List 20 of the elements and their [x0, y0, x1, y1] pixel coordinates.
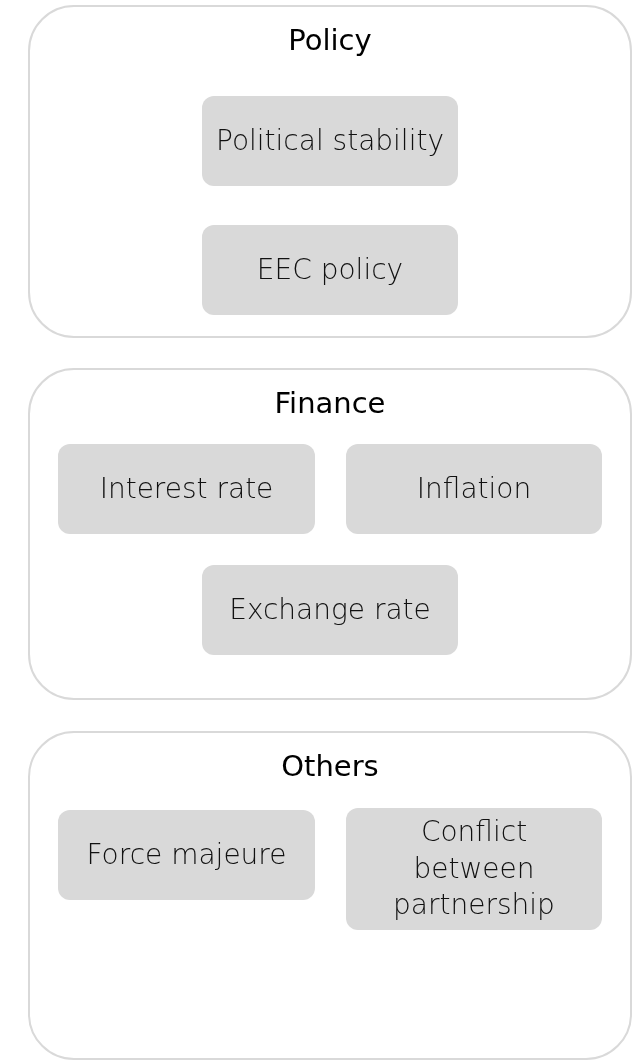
factor-box — [58, 444, 315, 534]
factor-label: Force majeure — [86, 836, 287, 873]
factor-box — [202, 96, 458, 186]
factor-box — [202, 565, 458, 655]
category-panel — [28, 368, 632, 700]
factor-label: Inflation — [416, 470, 532, 507]
factor-label: EEC policy — [256, 251, 404, 288]
factor-box — [346, 444, 602, 534]
factor-box — [202, 225, 458, 315]
factor-label: Interest rate — [99, 470, 274, 507]
panel-heading: Finance — [273, 386, 387, 420]
factor-label: Exchange rate — [229, 591, 431, 628]
factor-box — [58, 810, 315, 900]
panel-heading: Others — [280, 749, 380, 783]
category-panel — [28, 5, 632, 338]
factor-label: Political stability — [216, 122, 444, 159]
panel-heading: Policy — [287, 23, 373, 57]
factor-label: Conflict between partnership — [392, 814, 556, 924]
factor-box — [346, 808, 602, 930]
category-panel — [28, 731, 632, 1060]
